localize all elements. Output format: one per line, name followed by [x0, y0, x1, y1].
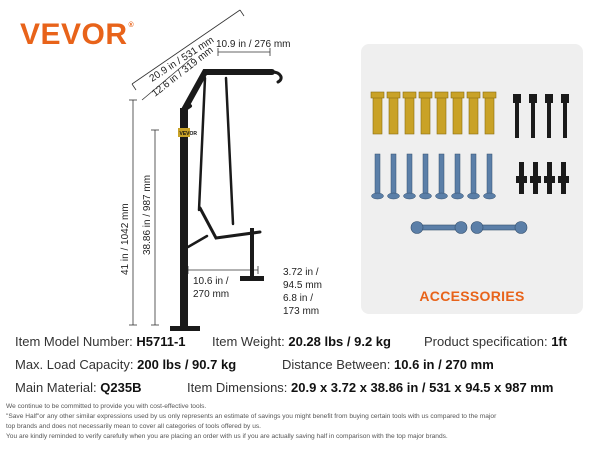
wrench-icon [410, 221, 528, 234]
sticker-text: VEVOR [180, 131, 198, 137]
disclaimer-line: We continue to be committed to provide y… [6, 403, 207, 410]
spec-item-dimensions: Item Dimensions: 20.9 x 3.72 x 38.86 in … [187, 380, 554, 395]
accessories-panel: ACCESSORIES [361, 44, 583, 314]
railing-diagram: VEVOR 20.9 in / 531 mm 12.6 in / 319 mm … [120, 9, 322, 331]
spec-material: Main Material: Q235B [15, 380, 142, 395]
brand-logo: VEVOR® [20, 18, 135, 51]
disclaimer-line: "Save Half"or any other similar expressi… [6, 413, 497, 420]
dim-rail-top: 10.9 in / 276 mm [216, 39, 290, 50]
accessories-label: ACCESSORIES [419, 288, 525, 304]
dim-base-1: 3.72 in / [283, 267, 319, 278]
dim-foot-2: 173 mm [283, 306, 319, 317]
spec-weight: Item Weight: 20.28 lbs / 9.2 kg [212, 334, 391, 349]
dim-foot-1: 6.8 in / [283, 293, 313, 304]
spec-distance: Distance Between: 10.6 in / 270 mm [282, 357, 494, 372]
spec-model: Item Model Number: H5711-1 [15, 334, 186, 349]
dim-total-height: 41 in / 1042 mm [120, 203, 131, 275]
accessories-illustration [370, 91, 569, 234]
short-bolt-icon [516, 162, 569, 194]
disclaimer-line: top brands and does not necessarily mean… [6, 423, 261, 430]
dim-base-2: 94.5 mm [283, 280, 322, 291]
spec-product-specification: Product specification: 1ft [424, 334, 568, 349]
dim-spacing-2: 270 mm [193, 289, 229, 300]
dim-spacing-1: 10.6 in / [193, 276, 229, 287]
dim-post-height: 38.86 in / 987 mm [142, 175, 153, 255]
self-tapping-screw-icon [371, 153, 496, 200]
spec-load-capacity: Max. Load Capacity: 200 lbs / 90.7 kg [15, 357, 237, 372]
expansion-anchor-icon [370, 91, 497, 135]
hex-bolt-icon [513, 94, 569, 138]
disclaimer-line: You are kindly reminded to verify carefu… [6, 433, 448, 440]
